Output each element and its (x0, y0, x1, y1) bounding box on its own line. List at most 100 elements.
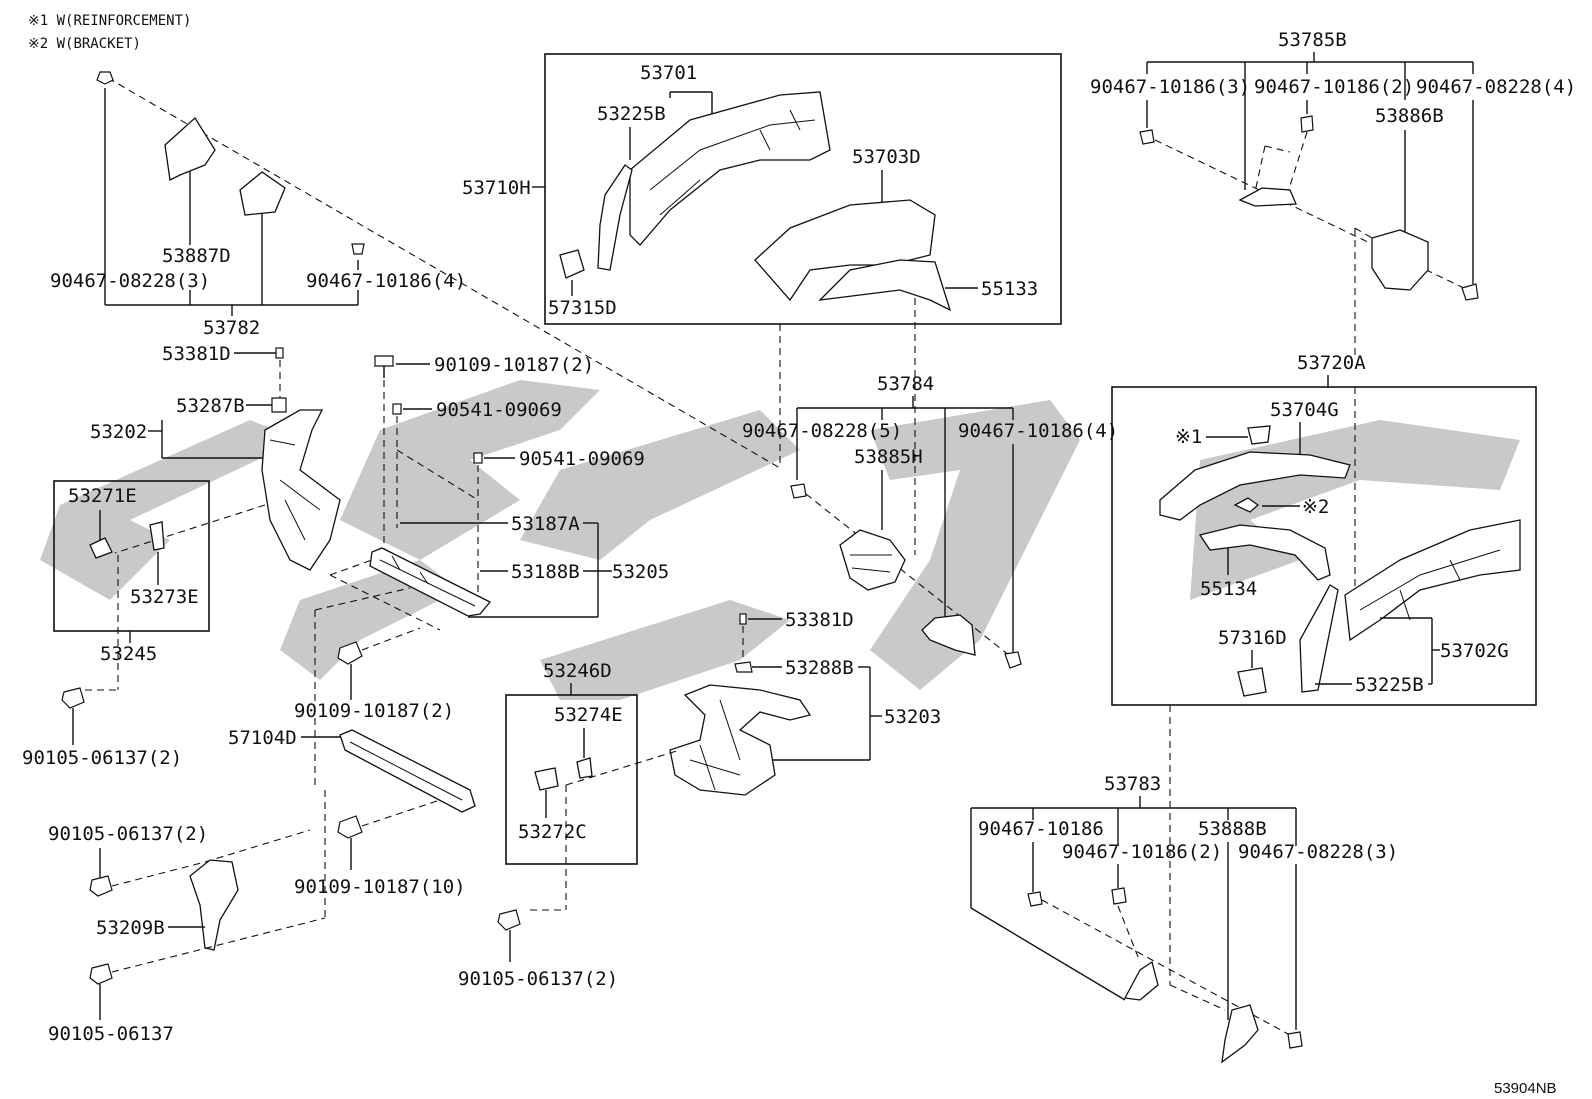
label-53288B: 53288B (785, 657, 854, 679)
group-53785B: 53785B 90467-10186(3) 90467-10186(2) 904… (1090, 29, 1576, 355)
label-90109-10187-10: 90109-10187(10) (294, 876, 466, 898)
label-53203: 53203 (884, 706, 941, 728)
label-57316D: 57316D (1218, 627, 1287, 649)
label-53886B: 53886B (1375, 105, 1444, 127)
clip-icon (1139, 129, 1155, 145)
bolt-icon (337, 641, 363, 665)
label-53245: 53245 (100, 643, 157, 665)
bolt-icon (337, 815, 363, 839)
label-53272C: 53272C (518, 821, 587, 843)
bolt-icon (89, 875, 113, 897)
group-53710H: 53701 53225B 53710H 57315D 53703D 55133 (462, 62, 1038, 319)
part-53701 (629, 91, 831, 246)
label-57104D: 57104D (228, 727, 297, 749)
group-53205: 90109-10187(2) 90541-09069 90541-09069 5… (294, 354, 669, 790)
part-53202 (261, 409, 341, 571)
label-53710H: 53710H (462, 177, 531, 199)
clip-icon (1111, 887, 1127, 905)
group-53784: 53784 90467-08228(5) 90467-10186(4) 5388… (742, 298, 1118, 669)
part-53886B (1371, 229, 1429, 291)
part-53702G (1344, 519, 1521, 642)
part-53209B (189, 859, 239, 951)
clip-icon (473, 452, 483, 464)
label-53274E: 53274E (554, 704, 623, 726)
part-53885H (839, 529, 906, 591)
group-box-53710H (544, 53, 1062, 325)
group-box-53245 (53, 480, 210, 632)
part-53782-bracket (239, 171, 286, 216)
label-53381D-mid: 53381D (785, 609, 854, 631)
label-90467-10186-4: 90467-10186(4) (306, 270, 466, 292)
part-55133 (818, 259, 952, 312)
label-57315D: 57315D (548, 297, 617, 319)
label-90467-08228-3-right: 90467-08228(3) (1238, 841, 1398, 863)
label-53202: 53202 (90, 421, 147, 443)
label-53703D: 53703D (852, 146, 921, 168)
label-53782: 53782 (203, 317, 260, 339)
label-53209B: 53209B (96, 917, 165, 939)
label-53887D: 53887D (162, 245, 231, 267)
label-53785B: 53785B (1278, 29, 1347, 51)
label-90541-09069-a: 90541-09069 (436, 399, 562, 421)
label-90467-10186-3: 90467-10186(3) (1090, 76, 1250, 98)
part-53785B-bracket (1238, 187, 1297, 207)
label-90105-06137-2-low: 90105-06137(2) (48, 823, 208, 845)
group-box-53720A (1111, 386, 1537, 706)
label-53225B: 53225B (597, 103, 666, 125)
bolt-icon (89, 963, 113, 985)
clip-icon (271, 397, 287, 413)
clip-icon (1287, 1031, 1303, 1049)
group-53782: 53887D 90467-08228(3) 90467-10186(4) 537… (50, 71, 781, 469)
label-53188B: 53188B (511, 561, 580, 583)
label-53225B-right: 53225B (1355, 674, 1424, 696)
clip-icon (96, 71, 114, 85)
part-55134 (1198, 524, 1331, 581)
note-reinforcement: ※1 W(REINFORCEMENT) (28, 13, 191, 29)
label-53701: 53701 (640, 62, 697, 84)
part-57104D (339, 729, 476, 813)
part-53272C (534, 767, 559, 791)
label-90105-06137-2: 90105-06137(2) (22, 747, 182, 769)
label-90467-10186-2-low: 90467-10186(2) (1062, 841, 1222, 863)
bolt-icon (61, 687, 85, 709)
label-90541-09069-b: 90541-09069 (519, 448, 645, 470)
clip-icon (790, 483, 807, 499)
label-55134: 55134 (1200, 578, 1257, 600)
label-53187A: 53187A (511, 513, 580, 535)
label-90467-10186-4-mid: 90467-10186(4) (958, 420, 1118, 442)
part-53225B (597, 164, 633, 271)
part-57316D (1237, 667, 1267, 697)
label-90109-10187-2: 90109-10187(2) (434, 354, 594, 376)
label-53381D: 53381D (162, 343, 231, 365)
label-90467-10186-2-top: 90467-10186(2) (1254, 76, 1414, 98)
part-53225B-right (1299, 584, 1339, 693)
part-53703D (754, 199, 936, 302)
label-53246D: 53246D (543, 660, 612, 682)
bolt-icon (374, 355, 394, 367)
clip-icon (1300, 115, 1314, 133)
part-53704G (1159, 451, 1351, 521)
group-53720A: 53720A 53704G ※1 ※2 55134 57316D 53702G … (1159, 352, 1521, 697)
label-53888B: 53888B (1198, 818, 1267, 840)
label-90467-10186: 90467-10186 (978, 818, 1104, 840)
part-53274E (576, 757, 593, 779)
part-53888B (1221, 1004, 1259, 1064)
label-53885H: 53885H (854, 446, 923, 468)
label-53271E: 53271E (68, 485, 137, 507)
group-53783: 53783 90467-10186 53888B 90467-10186(2) … (970, 705, 1398, 1064)
part-53273E (149, 521, 165, 551)
label-90467-08228-4: 90467-08228(4) (1416, 76, 1576, 98)
label-53784: 53784 (877, 373, 934, 395)
label-53205: 53205 (612, 561, 669, 583)
pin-icon (739, 613, 747, 625)
note-bracket: ※2 W(BRACKET) (28, 36, 141, 52)
label-90109-10187-2-mid: 90109-10187(2) (294, 700, 454, 722)
bolt-icon (497, 909, 521, 931)
clip-icon (351, 243, 365, 255)
label-53702G: 53702G (1440, 640, 1509, 662)
label-53273E: 53273E (130, 586, 199, 608)
label-90467-08228-3: 90467-08228(3) (50, 270, 210, 292)
label-53783: 53783 (1104, 773, 1161, 795)
label-53287B: 53287B (176, 395, 245, 417)
